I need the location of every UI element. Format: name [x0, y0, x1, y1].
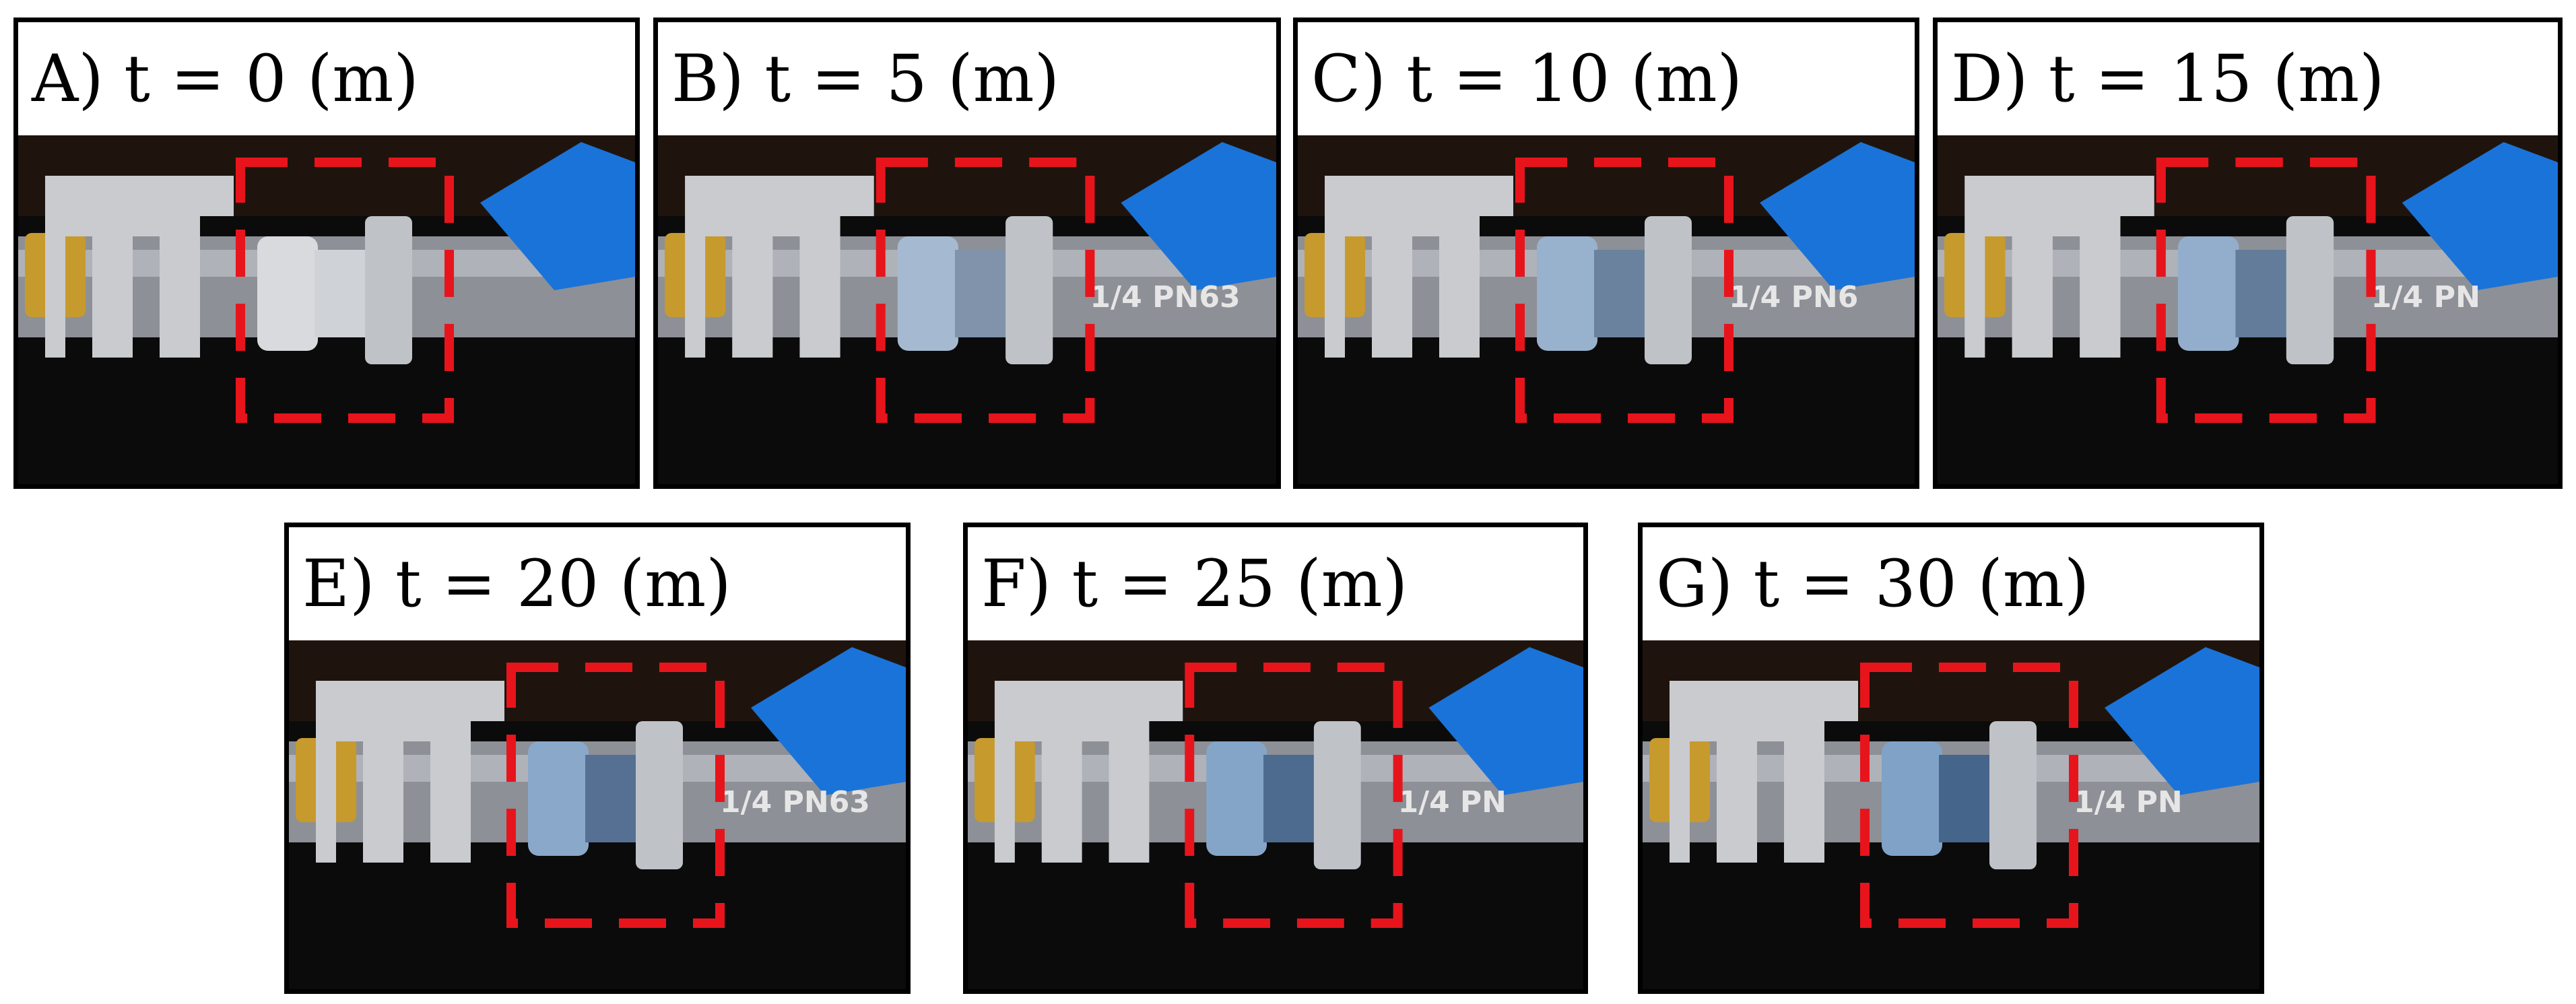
fitting-body — [2235, 250, 2290, 337]
valve-handle — [1121, 142, 1276, 290]
fitting-body — [1594, 250, 1648, 337]
fitting-body — [315, 250, 368, 337]
fitting-collar — [1882, 741, 1942, 856]
fitting-body — [585, 755, 639, 842]
pipe-marking: 1/4 PN63 — [720, 785, 870, 819]
valve-handle — [1760, 142, 1915, 290]
panel-label: G) t = 30 (m) — [1643, 527, 2259, 640]
highlight-box — [506, 663, 725, 928]
panel-label: D) t = 15 (m) — [1938, 22, 2558, 135]
valve-handle — [2105, 647, 2259, 795]
photo-fitting: 1/4 PN — [1643, 640, 2259, 989]
clamp — [1670, 681, 1858, 863]
panel-c: C) t = 10 (m) 1/4 PN6 — [1293, 18, 1919, 489]
clamp — [45, 176, 234, 358]
panel-e: E) t = 20 (m) 1/4 PN63 — [284, 523, 911, 994]
fitting-collar — [1537, 236, 1597, 351]
valve-handle — [480, 142, 635, 290]
fitting-hex — [365, 216, 412, 364]
highlight-box — [1185, 663, 1403, 928]
photo-fitting: 1/4 PN6 — [1298, 135, 1915, 484]
panel-label: A) t = 0 (m) — [18, 22, 635, 135]
pipe-marking: 1/4 PN6 — [1729, 280, 1858, 314]
valve-handle — [2402, 142, 2558, 290]
panel-label: C) t = 10 (m) — [1298, 22, 1915, 135]
fitting-body — [954, 250, 1010, 337]
fitting-collar — [1206, 741, 1267, 856]
highlight-box — [876, 158, 1095, 423]
fitting-collar — [897, 236, 958, 351]
panel-label: F) t = 25 (m) — [968, 527, 1583, 640]
fitting-collar — [2177, 236, 2239, 351]
fitting-collar — [257, 236, 318, 351]
fitting-hex — [1645, 216, 1692, 364]
pipe-marking: 1/4 PN — [2074, 785, 2183, 819]
pipe-marking: 1/4 PN — [1398, 785, 1507, 819]
panel-f: F) t = 25 (m) 1/4 PN — [963, 523, 1588, 994]
highlight-box — [236, 158, 454, 423]
valve-handle — [751, 647, 906, 795]
clamp — [685, 176, 874, 358]
panel-g: G) t = 30 (m) 1/4 PN — [1638, 523, 2264, 994]
fitting-body — [1939, 755, 1993, 842]
clamp — [1325, 176, 1513, 358]
panel-label: B) t = 5 (m) — [658, 22, 1276, 135]
highlight-box — [1860, 663, 2078, 928]
fitting-body — [1263, 755, 1317, 842]
clamp — [994, 681, 1183, 863]
photo-fitting — [18, 135, 635, 484]
clamp — [316, 681, 504, 863]
panel-b: B) t = 5 (m) 1/4 PN63 — [653, 18, 1281, 489]
fitting-hex — [2286, 216, 2334, 364]
fitting-hex — [1005, 216, 1053, 364]
highlight-box — [1515, 158, 1733, 423]
pipe-marking: 1/4 PN — [2371, 280, 2480, 314]
photo-fitting: 1/4 PN — [968, 640, 1583, 989]
clamp — [1964, 176, 2154, 358]
panel-d: D) t = 15 (m) 1/4 PN — [1933, 18, 2563, 489]
valve-handle — [1428, 647, 1583, 795]
photo-fitting: 1/4 PN63 — [658, 135, 1276, 484]
fitting-hex — [636, 721, 683, 869]
pipe-marking: 1/4 PN63 — [1090, 280, 1240, 314]
fitting-hex — [1989, 721, 2037, 869]
panel-a: A) t = 0 (m) — [13, 18, 640, 489]
fitting-collar — [528, 741, 589, 856]
fitting-hex — [1313, 721, 1361, 869]
photo-fitting: 1/4 PN — [1938, 135, 2558, 484]
highlight-box — [2156, 158, 2376, 423]
panel-label: E) t = 20 (m) — [289, 527, 906, 640]
photo-fitting: 1/4 PN63 — [289, 640, 906, 989]
